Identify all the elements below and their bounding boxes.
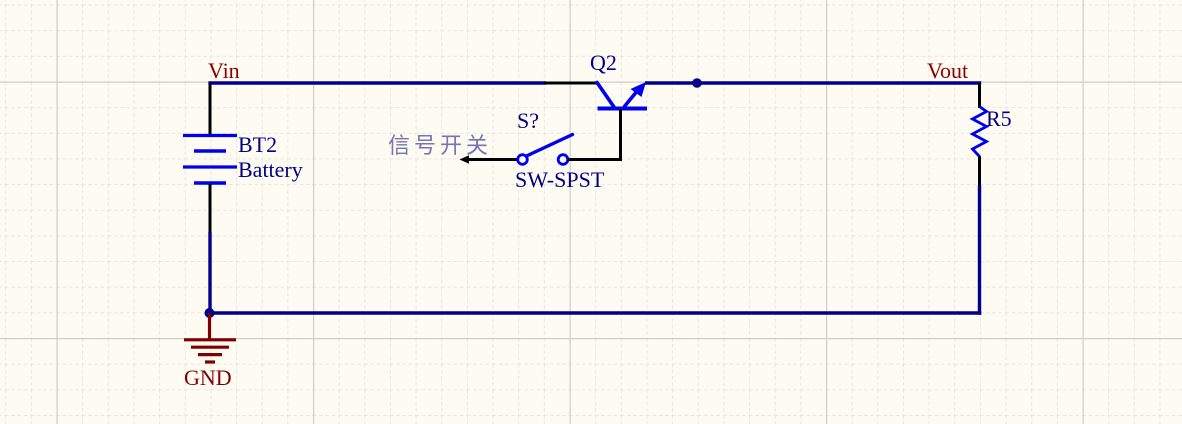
power-port-gnd[interactable]: GND (184, 313, 236, 390)
resistor-r5[interactable]: R5 (969, 83, 1012, 186)
transistor-emitter-lead (622, 88, 640, 109)
battery-designator[interactable]: BT2 (238, 132, 277, 157)
switch-s[interactable]: S? SW-SPST (459, 108, 623, 192)
switch-lever (525, 132, 575, 158)
junction-dot (692, 78, 702, 88)
resistor-zigzag (969, 105, 990, 158)
net-label-vin[interactable]: Vin (208, 58, 240, 83)
transistor-emitter-arrow (630, 82, 646, 97)
switch-comment[interactable]: SW-SPST (515, 167, 605, 192)
transistor-collector-lead (595, 80, 616, 109)
switch-terminal-left (516, 153, 529, 166)
wire-vout-rail[interactable] (645, 78, 982, 88)
net-label-gnd[interactable]: GND (184, 365, 232, 390)
battery-bt2[interactable]: BT2 Battery (183, 83, 303, 233)
resistor-designator[interactable]: R5 (986, 106, 1012, 131)
switch-annotation-text[interactable]: 信号开关 (388, 133, 492, 158)
transistor-q2[interactable]: Q2 (544, 50, 647, 161)
transistor-designator[interactable]: Q2 (590, 50, 617, 75)
battery-comment[interactable]: Battery (238, 157, 303, 182)
net-label-vout[interactable]: Vout (927, 58, 968, 83)
switch-wire-end-arrow (459, 155, 469, 164)
switch-designator[interactable]: S? (517, 108, 539, 133)
